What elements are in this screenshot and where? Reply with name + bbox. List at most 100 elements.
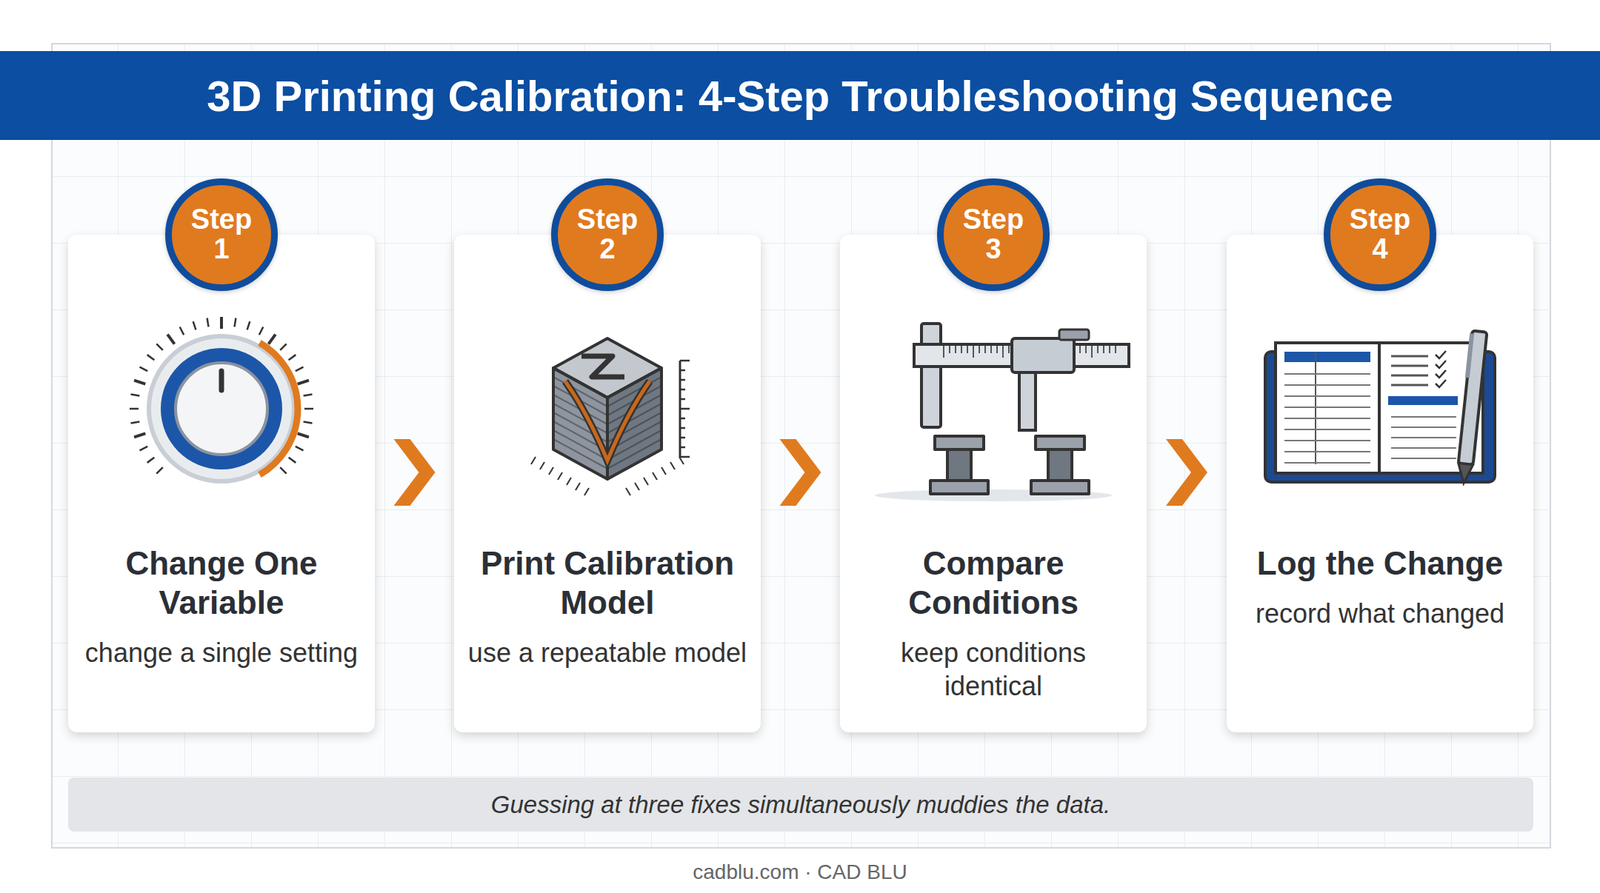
dial-tick	[295, 367, 304, 372]
ground-tick	[625, 488, 631, 496]
scale-tick	[960, 345, 963, 354]
dial-tick	[297, 433, 309, 438]
ground-tick	[575, 482, 580, 491]
step-description: keep conditions identical	[851, 636, 1135, 703]
table-row	[1284, 384, 1371, 386]
table-row	[1284, 395, 1371, 398]
step-description: record what changed	[1238, 597, 1522, 631]
scale-tick	[1114, 345, 1117, 354]
card-content: Log the Change record what changed	[1226, 544, 1534, 631]
check-mark	[1435, 380, 1446, 388]
ruler-tick	[680, 456, 690, 459]
check-mark	[1435, 370, 1446, 378]
step-description: change a single setting	[80, 636, 363, 670]
step-badge: Step 2	[551, 178, 664, 292]
ground-tick	[679, 457, 684, 465]
step-number: Step 1	[185, 205, 258, 265]
footer-credit: cadblu.com · CAD BLU	[0, 860, 1600, 885]
flow-connector	[1165, 439, 1208, 506]
dial-tick	[303, 422, 313, 424]
dial-tick	[288, 354, 297, 360]
logbook-icon	[1226, 308, 1534, 509]
dial-tick	[280, 467, 286, 474]
table-row	[1284, 440, 1371, 442]
dial-tick	[288, 457, 297, 463]
dial-tick	[167, 334, 175, 345]
ruler-tick	[680, 388, 686, 392]
note-line	[1391, 447, 1457, 449]
dial-tick	[129, 408, 139, 411]
list-line	[1391, 365, 1429, 368]
step-card: Change One Variablechange a single setti…	[68, 234, 375, 733]
scale-tick	[1102, 345, 1105, 354]
step-number: Step 3	[957, 205, 1029, 265]
dial-tick	[247, 321, 251, 330]
step-number: Step 2	[571, 205, 643, 265]
scale-tick	[984, 345, 986, 354]
ground-tick	[670, 462, 675, 470]
ground-tick	[661, 467, 666, 475]
scale-tick	[1002, 345, 1004, 358]
step-badge: Step 1	[165, 178, 278, 292]
dial-tick	[234, 318, 237, 328]
scale-tick	[996, 345, 998, 354]
dial-tick	[297, 380, 309, 385]
dial-tick	[268, 334, 275, 345]
scale-tick	[1091, 345, 1093, 358]
table-row	[1284, 406, 1371, 409]
table-row	[1284, 451, 1371, 453]
card-content: Change One Variablechange a single setti…	[68, 544, 375, 670]
note-line	[1391, 457, 1457, 460]
dial-tick	[220, 317, 223, 329]
step-title: Compare Conditions	[851, 544, 1135, 623]
note-line	[1391, 416, 1457, 418]
dial-tick	[180, 327, 184, 336]
scale-tick	[972, 345, 975, 358]
note-band: Guessing at three fixes simultaneously m…	[68, 777, 1534, 832]
dial-tick	[304, 408, 314, 411]
flow-connector	[394, 439, 436, 506]
ruler-tick	[680, 360, 690, 363]
step-badge: Step 3	[937, 178, 1050, 292]
scale-tick	[954, 345, 957, 354]
step-description: use a repeatable model	[465, 636, 749, 670]
dial-tick	[140, 367, 149, 372]
flow-chevron	[780, 439, 822, 506]
list-line	[1391, 384, 1429, 387]
scale-tick	[1079, 345, 1081, 354]
ground-tick	[557, 472, 563, 480]
dial-tick	[134, 433, 146, 438]
step-card: Print Calibration Model use a repeatable …	[454, 234, 761, 733]
ground-tick	[634, 482, 640, 491]
step-number: Step 4	[1344, 205, 1416, 265]
scale-tick	[966, 345, 969, 354]
flow-chevron	[394, 439, 436, 506]
dial-tick	[131, 394, 140, 397]
scale-tick	[948, 345, 951, 354]
calibration-cube-icon	[454, 308, 761, 509]
step-title: Print Calibration Model	[465, 544, 749, 623]
ruler-tick	[680, 398, 686, 401]
card-content: Print Calibration Model use a repeatable …	[454, 544, 761, 670]
ruler-tick	[680, 417, 686, 420]
dial-tick	[140, 446, 149, 451]
scale-tick	[1008, 345, 1010, 354]
dial-tick	[303, 394, 313, 397]
step-badge: Step 4	[1323, 178, 1437, 292]
ground-tick	[566, 477, 572, 486]
caliper-icon	[840, 308, 1147, 509]
dial-icon	[68, 308, 375, 509]
note-line	[1391, 437, 1457, 439]
ground-tick	[652, 472, 658, 480]
scale-tick	[942, 345, 945, 358]
ground-tick	[643, 477, 649, 486]
ruler-tick	[680, 408, 690, 411]
ruler-tick	[680, 427, 686, 430]
flow-connector	[780, 439, 822, 506]
scale-tick	[978, 345, 980, 354]
scale-tick	[990, 345, 992, 354]
step-title: Log the Change	[1238, 544, 1522, 584]
ground-tick	[540, 462, 545, 470]
step-card: Log the Change record what changed	[1226, 234, 1534, 733]
step-card: Compare Conditions keep conditions identi…	[840, 234, 1147, 733]
